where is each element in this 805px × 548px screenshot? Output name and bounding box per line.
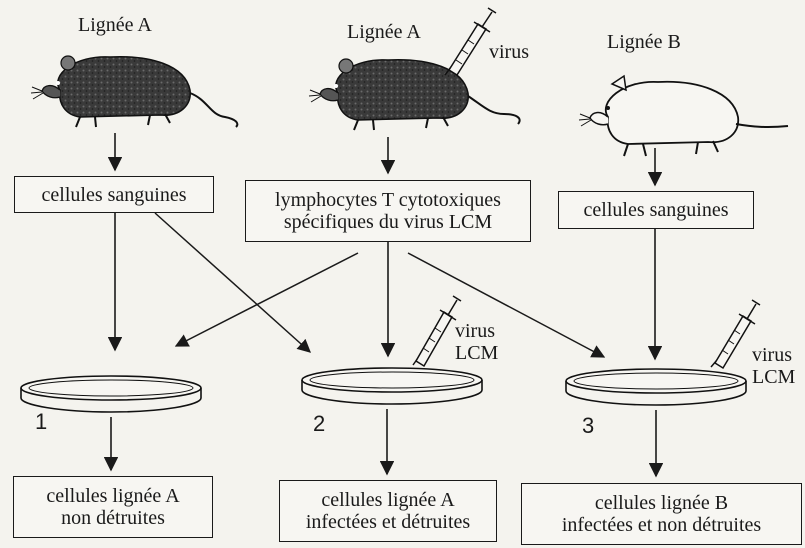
mouse-icon bbox=[309, 59, 520, 130]
result-box-1: cellules lignée A non détruites bbox=[13, 476, 213, 538]
petri-dish-icon bbox=[566, 369, 746, 405]
mouse-icon bbox=[579, 76, 788, 156]
column-title-lignee-b: Lignée B bbox=[607, 31, 681, 53]
result-box-3: cellules lignée B infectées et non détru… bbox=[521, 483, 802, 545]
petri-dish-icon bbox=[21, 376, 201, 412]
box-cellules-sanguines-a: cellules sanguines bbox=[14, 176, 214, 213]
dish-number-2: 2 bbox=[313, 412, 325, 436]
result-line: cellules lignée A bbox=[321, 489, 454, 511]
column-title-lignee-a-2: Lignée A bbox=[347, 21, 421, 43]
result-line: cellules lignée B bbox=[595, 492, 728, 514]
dish-number-1: 1 bbox=[35, 410, 47, 434]
dish2-label-virus: virus bbox=[455, 320, 495, 342]
box-cellules-sanguines-b: cellules sanguines bbox=[558, 191, 754, 229]
dish2-label-lcm: LCM bbox=[455, 342, 498, 364]
column-title-lignee-a-1: Lignée A bbox=[78, 14, 152, 36]
mouse-icon bbox=[31, 56, 237, 127]
box-lymphocytes-t: lymphocytes T cytotoxiques spécifiques d… bbox=[245, 180, 531, 242]
result-line: infectées et non détruites bbox=[562, 514, 761, 536]
result-line: non détruites bbox=[61, 507, 165, 529]
syringe-icon bbox=[413, 296, 461, 366]
box-line: cellules sanguines bbox=[42, 184, 187, 206]
box-line: cellules sanguines bbox=[584, 199, 729, 221]
syringe-label-virus: virus bbox=[489, 41, 529, 63]
result-line: cellules lignée A bbox=[46, 485, 179, 507]
box-line: spécifiques du virus LCM bbox=[284, 211, 492, 233]
result-box-2: cellules lignée A infectées et détruites bbox=[279, 480, 497, 542]
dish3-label-lcm: LCM bbox=[752, 366, 795, 388]
petri-dish-icon bbox=[302, 368, 482, 404]
dish-number-3: 3 bbox=[582, 414, 594, 438]
result-line: infectées et détruites bbox=[306, 511, 470, 533]
box-line: lymphocytes T cytotoxiques bbox=[275, 189, 501, 211]
dish3-label-virus: virus bbox=[752, 344, 792, 366]
